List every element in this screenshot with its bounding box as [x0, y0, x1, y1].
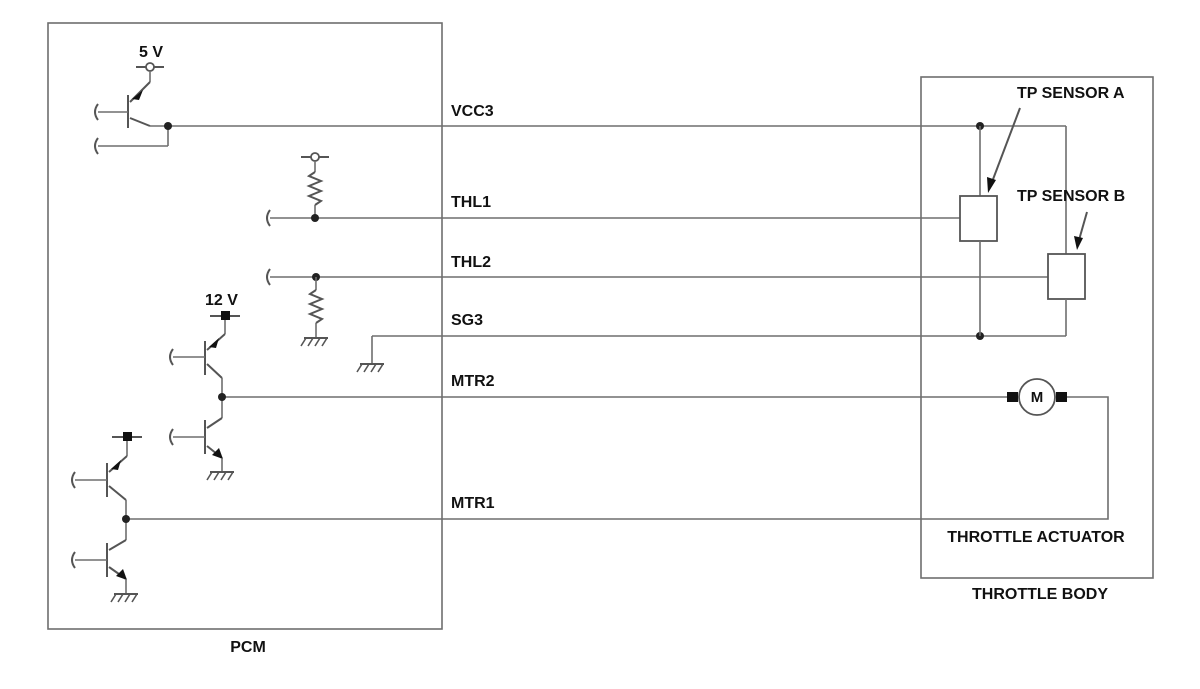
supply-12v-label: 12 V — [205, 292, 238, 309]
signal-sg3-label: SG3 — [451, 312, 483, 329]
tp-sensor-b-label: TP SENSOR B — [1017, 188, 1125, 205]
signal-vcc3-label: VCC3 — [451, 103, 494, 120]
throttle-motor — [1007, 378, 1067, 416]
signal-mtr2-label: MTR2 — [451, 373, 495, 390]
tp-sensor-a — [959, 195, 998, 242]
mtr1-driver-transistors — [71, 432, 142, 603]
pcm-label: PCM — [230, 639, 266, 656]
vcc3-driver-transistor — [94, 62, 169, 155]
mtr2-driver-transistors — [169, 311, 240, 481]
signal-thl2-label: THL2 — [451, 254, 491, 271]
motor-return-wire — [921, 396, 1109, 520]
pcm-box — [47, 22, 443, 630]
supply-5v-label: 5 V — [139, 44, 163, 61]
thl1-pullup-resistor — [301, 152, 329, 218]
tp-sensor-a-label: TP SENSOR A — [1017, 85, 1125, 102]
tp-sensor-b — [1047, 253, 1086, 300]
throttle-actuator-label: THROTTLE ACTUATOR — [947, 529, 1125, 546]
signal-thl1-label: THL1 — [451, 194, 491, 211]
thl2-pulldown-resistor — [300, 277, 329, 347]
throttle-body-label: THROTTLE BODY — [972, 586, 1108, 603]
throttle-body-box — [920, 76, 1154, 579]
motor-label: M — [1031, 389, 1044, 406]
signal-mtr1-label: MTR1 — [451, 495, 495, 512]
